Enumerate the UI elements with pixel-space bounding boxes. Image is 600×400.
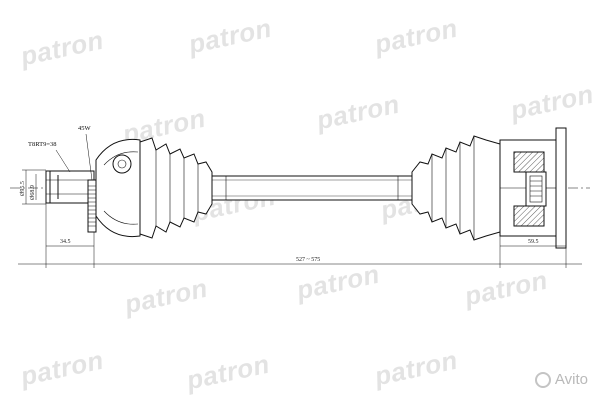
right-boot [411, 135, 501, 241]
avito-logo-icon [534, 371, 551, 388]
leader-thread [55, 149, 71, 173]
brand-badge: Avito [534, 371, 588, 388]
dim-left-length: 34.5 [60, 239, 71, 245]
dim-total-length: 527 ~ 575 [296, 257, 320, 263]
dim-right-length: 59.5 [528, 239, 539, 245]
dim-diameter-top: Ø95.5 [20, 181, 26, 196]
left-boot [139, 137, 213, 239]
length-dims [18, 203, 582, 268]
main-shaft [211, 175, 413, 201]
diameter-dims [22, 169, 46, 205]
brand-label: Avito [554, 371, 588, 388]
inner-cv-joint [499, 127, 567, 249]
callout-abs: 45W [78, 125, 92, 132]
outer-cv-joint [95, 138, 141, 238]
abs-ring [87, 179, 97, 233]
left-stub-shaft [45, 170, 95, 204]
dim-diameter-bottom: Ø68.9 [30, 185, 36, 200]
callout-thread: T8RT9=38 [28, 141, 57, 148]
leader-abs [85, 133, 93, 181]
